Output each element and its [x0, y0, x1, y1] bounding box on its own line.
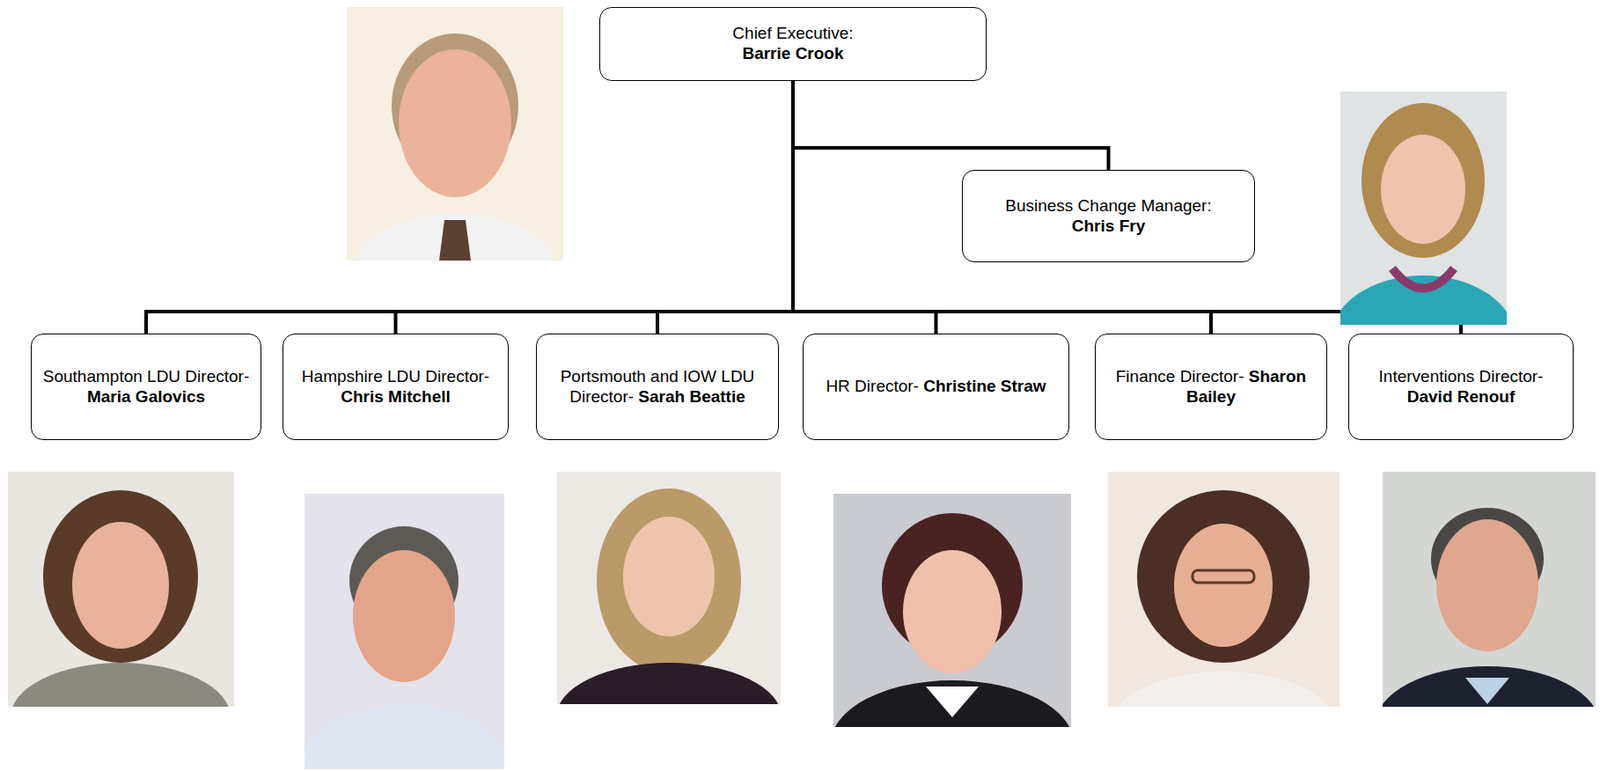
- hair: [596, 488, 742, 674]
- role-box: Finance Director- Sharon Bailey: [1094, 333, 1328, 441]
- face: [1174, 523, 1273, 647]
- role-box: Portsmouth and IOW LDU Director- Sarah B…: [535, 333, 779, 441]
- portrait-photo: [1340, 91, 1507, 325]
- role-box: Southampton LDU Director- Maria Galovics: [30, 333, 262, 441]
- tie: [439, 220, 471, 261]
- role-title: Finance Director-: [1115, 366, 1245, 386]
- text-group: Hampshire LDU Director- Chris Mitchell: [293, 366, 498, 408]
- text-group: Finance Director- Sharon Bailey: [1106, 366, 1316, 408]
- role-title: Hampshire LDU Director-: [301, 366, 490, 386]
- shoulders: [557, 662, 781, 705]
- role-box: Interventions Director- David Renouf: [1348, 333, 1574, 441]
- face: [623, 516, 715, 637]
- person-name: Chris Mitchell: [340, 387, 451, 406]
- person-name: Sarah Beattie: [638, 387, 745, 406]
- shoulders: [353, 213, 557, 261]
- face: [1380, 134, 1466, 244]
- org-connector: [792, 80, 1109, 170]
- role-title: Chief Executive:: [732, 23, 853, 45]
- shoulders: [304, 704, 505, 770]
- face: [352, 550, 456, 683]
- glasses: [1192, 570, 1255, 583]
- face: [398, 49, 512, 198]
- role-title: Business Change Manager:: [1005, 196, 1212, 217]
- shoulders: [833, 680, 1072, 727]
- necklace: [1392, 268, 1454, 289]
- text-group: Portsmouth and IOW LDU Director- Sarah B…: [547, 366, 768, 408]
- shoulders: [10, 662, 231, 707]
- role-title: HR Director-: [825, 376, 919, 396]
- shoulders: [1110, 671, 1336, 707]
- text-group: Interventions Director- David Renouf: [1359, 366, 1563, 408]
- person-name: Barrie Crook: [732, 44, 853, 65]
- text-group: Chief Executive:Barrie Crook: [732, 23, 853, 65]
- portrait-photo: [346, 7, 564, 261]
- org-connector: [792, 80, 937, 334]
- hair: [1137, 490, 1310, 663]
- text-group: Business Change Manager:Chris Fry: [1005, 196, 1212, 237]
- person-name: David Renouf: [1407, 387, 1515, 406]
- role-box: HR Director- Christine Straw: [802, 333, 1070, 441]
- role-title: Southampton LDU Director-: [43, 366, 250, 386]
- executive-box: Chief Executive:Barrie Crook: [599, 7, 987, 81]
- text-group: HR Director- Christine Straw: [825, 376, 1046, 397]
- shoulders: [1340, 275, 1507, 325]
- person-name: Maria Galovics: [87, 387, 206, 406]
- role-title: Interventions Director-: [1379, 366, 1544, 386]
- hair: [43, 490, 199, 663]
- role-box: Business Change Manager:Chris Fry: [961, 169, 1256, 263]
- portrait-photo: [304, 493, 505, 770]
- collar: [1465, 677, 1510, 705]
- photo-background: [833, 493, 1072, 727]
- face: [1436, 519, 1539, 652]
- portrait-photo: [1108, 471, 1340, 707]
- photo-background: [346, 7, 564, 261]
- face: [902, 550, 1002, 674]
- face: [72, 521, 169, 649]
- person-name: Christine Straw: [923, 376, 1046, 396]
- portrait-photo: [833, 493, 1072, 727]
- hair: [1361, 102, 1485, 258]
- collar: [925, 686, 979, 718]
- portrait-photo: [557, 471, 781, 705]
- org-connector: [657, 80, 793, 334]
- photo-background: [1108, 471, 1340, 707]
- portrait-photo: [1382, 471, 1596, 707]
- portrait-photo: [7, 471, 235, 707]
- text-group: Southampton LDU Director- Maria Galovics: [42, 366, 250, 408]
- person-name: Chris Fry: [1005, 216, 1212, 237]
- role-box: Hampshire LDU Director- Chris Mitchell: [282, 333, 509, 441]
- shoulders: [1382, 666, 1596, 707]
